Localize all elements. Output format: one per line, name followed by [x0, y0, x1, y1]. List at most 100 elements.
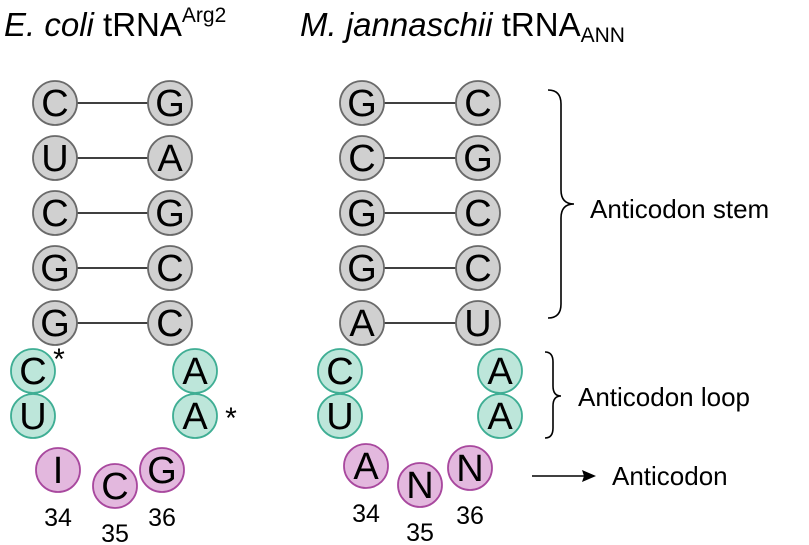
- left-stem-right-4-letter: C: [156, 248, 183, 290]
- left-stem-left-1: C: [32, 80, 78, 126]
- left-anticodon-2: C: [92, 463, 138, 509]
- right-loop-left-1-circle: [317, 348, 363, 394]
- left-stem-left-4: G: [32, 245, 78, 291]
- right-loop-right-1-circle: [477, 348, 523, 394]
- title-ecoli-trna: E. coli tRNAArg2: [4, 4, 227, 44]
- left-stem-right-3-letter: G: [155, 193, 185, 235]
- left-anticodon-1: I: [35, 447, 81, 493]
- left-loop-right-2-mark: *: [225, 402, 237, 435]
- left-anticodon-3: G: [139, 447, 185, 493]
- left-anticodon-2-circle: [92, 463, 138, 509]
- right-stem-left-1-letter: G: [347, 83, 377, 125]
- right-stem-left-5-circle: [339, 300, 385, 346]
- right-stem-right-3: C: [455, 190, 501, 236]
- right-stem-right-3-letter: C: [464, 193, 491, 235]
- left-anticodon-1-letter: I: [53, 450, 64, 492]
- right-loop-left-1: C: [317, 348, 363, 394]
- anticodon-arrowhead: [582, 470, 596, 482]
- left-loop-right-1: A: [172, 348, 218, 394]
- left-stem-left-3-circle: [32, 190, 78, 236]
- left-stem-left-5: G: [32, 300, 78, 346]
- right-anticodon-1-circle: [343, 443, 389, 489]
- right-stem-right-5: U: [455, 300, 501, 346]
- left-stem-right-5-circle: [147, 300, 193, 346]
- left-loop-left-2-letter: U: [19, 396, 46, 438]
- right-loop-right-1-letter: A: [487, 351, 513, 393]
- title-ecoli-species: E. coli: [4, 6, 94, 43]
- stem-label: Anticodon stem: [590, 194, 769, 224]
- right-stem-right-3-circle: [455, 190, 501, 236]
- right-stem-right-2-letter: G: [463, 138, 493, 180]
- left-loop-right-1-circle: [172, 348, 218, 394]
- left-stem-right-1-letter: G: [155, 83, 185, 125]
- anticodon-label: Anticodon: [612, 461, 728, 491]
- right-anticodon-3: N: [447, 445, 493, 491]
- loop-label: Anticodon loop: [578, 382, 750, 412]
- left-loop-left-1-letter: C: [19, 351, 46, 393]
- left-stem-left-3-letter: C: [41, 193, 68, 235]
- right-stem-left-3: G: [339, 190, 385, 236]
- right-stem-right-5-circle: [455, 300, 501, 346]
- left-stem-right-5: C: [147, 300, 193, 346]
- right-stem-right-1-letter: C: [464, 83, 491, 125]
- right-loop-left-2-letter: U: [326, 396, 353, 438]
- left-stem-left-3: C: [32, 190, 78, 236]
- left-loop-right-1-letter: A: [182, 351, 208, 393]
- right-position-34: 34: [352, 500, 380, 528]
- left-stem-left-1-letter: C: [41, 83, 68, 125]
- left-loop-right-2-letter: A: [182, 396, 208, 438]
- loop-bracket: [544, 351, 562, 439]
- right-stem-left-4-circle: [339, 245, 385, 291]
- right-loop-left-1-letter: C: [326, 351, 353, 393]
- right-stem-left-2-letter: C: [348, 138, 375, 180]
- title-mjannaschii-species: M. jannaschii: [300, 6, 493, 43]
- left-anticodon-3-circle: [139, 447, 185, 493]
- right-position-36: 36: [456, 502, 484, 530]
- right-stem-left-3-circle: [339, 190, 385, 236]
- right-loop-left-2: U: [317, 393, 363, 439]
- left-loop-left-1: C: [10, 348, 56, 394]
- title-mjannaschii-trna: M. jannaschii tRNAANN: [300, 6, 625, 47]
- title-mjannaschii-trna-text: tRNA: [492, 6, 581, 43]
- right-stem-left-2: C: [339, 135, 385, 181]
- left-stem-left-5-circle: [32, 300, 78, 346]
- left-anticodon-1-circle: [35, 447, 81, 493]
- right-anticodon-1: A: [343, 443, 389, 489]
- left-position-35: 35: [101, 520, 129, 545]
- right-stem-left-4: G: [339, 245, 385, 291]
- stem-bracket: [547, 89, 575, 319]
- right-loop-left-2-circle: [317, 393, 363, 439]
- right-stem-left-4-letter: G: [347, 248, 377, 290]
- title-ecoli-superscript: Arg2: [181, 4, 227, 27]
- left-stem-left-2: U: [32, 135, 78, 181]
- right-anticodon-2-circle: [397, 462, 443, 508]
- left-stem-right-1: G: [147, 80, 193, 126]
- left-position-34: 34: [44, 504, 72, 532]
- right-stem-left-3-letter: G: [347, 193, 377, 235]
- left-anticodon-3-letter: G: [147, 450, 177, 492]
- left-stem-left-5-letter: G: [40, 303, 70, 345]
- right-stem-right-1-circle: [455, 80, 501, 126]
- left-loop-right-2: A: [172, 393, 218, 439]
- right-stem-left-1-circle: [339, 80, 385, 126]
- left-loop-left-1-mark: *: [53, 343, 65, 376]
- left-stem-right-3: G: [147, 190, 193, 236]
- title-mjannaschii-subscript: ANN: [580, 24, 625, 47]
- right-stem-left-5-letter: A: [349, 303, 375, 345]
- left-stem-left-2-letter: U: [41, 138, 68, 180]
- right-anticodon-3-letter: N: [456, 448, 483, 490]
- left-stem-right-4-circle: [147, 245, 193, 291]
- left-stem-right-5-letter: C: [156, 303, 183, 345]
- left-stem-left-2-circle: [32, 135, 78, 181]
- right-anticodon-2-letter: N: [406, 465, 433, 507]
- right-anticodon-1-letter: A: [353, 446, 379, 488]
- left-loop-left-1-circle: [10, 348, 56, 394]
- left-loop-right-2-circle: [172, 393, 218, 439]
- left-stem-left-1-circle: [32, 80, 78, 126]
- right-position-35: 35: [406, 519, 434, 545]
- right-stem-left-5: A: [339, 300, 385, 346]
- left-stem-right-2-circle: [147, 135, 193, 181]
